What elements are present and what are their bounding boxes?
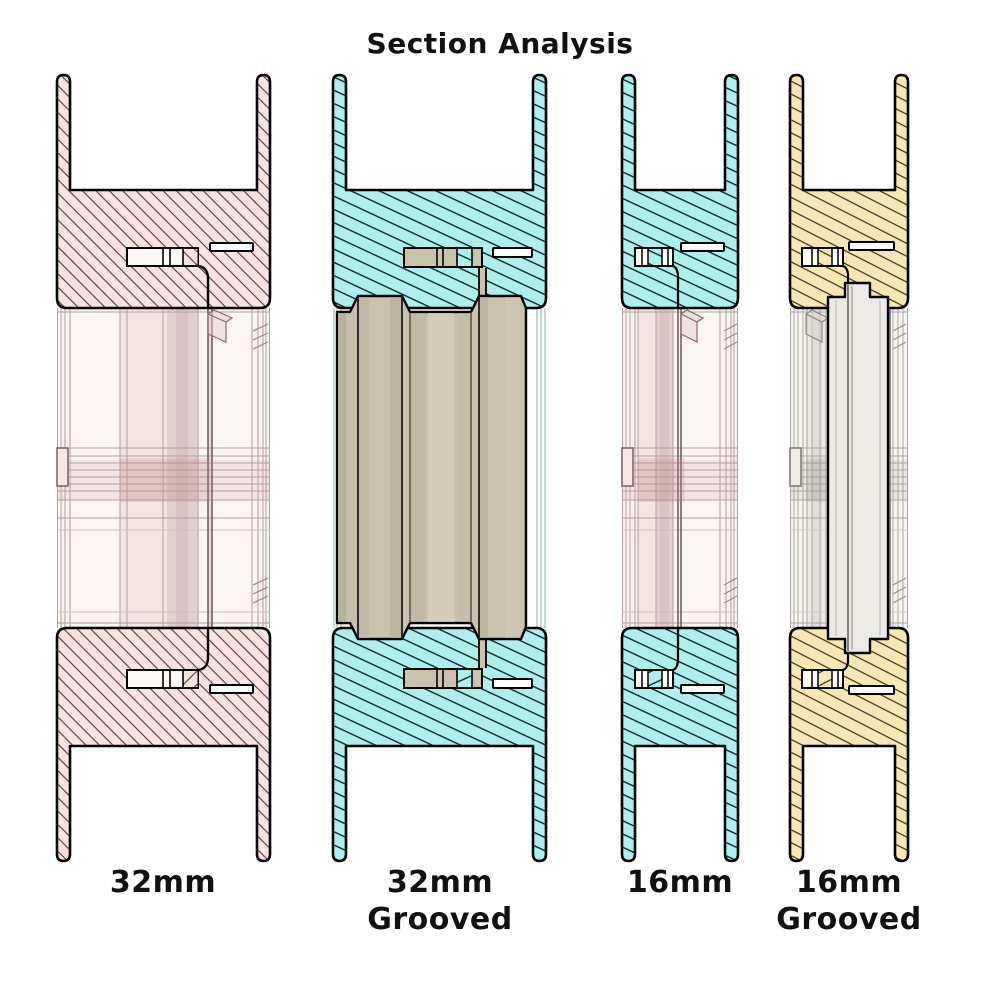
- top-flange-32mm: [55, 73, 272, 310]
- label-16mm-grooved: 16mm Grooved: [776, 864, 922, 938]
- rim-ghost-hatch: [892, 323, 907, 604]
- rim-ghost-hatch: [252, 323, 269, 604]
- label-32mm-grooved: 32mm Grooved: [367, 864, 513, 938]
- hook-ghost-box: [805, 309, 830, 343]
- label-line1: 32mm: [386, 865, 494, 900]
- label-line2: Grooved: [367, 902, 513, 937]
- snap-hook-line: [842, 264, 850, 297]
- snap-hook-line: [672, 264, 680, 308]
- section-32mm-grooved: [331, 73, 548, 863]
- label-16mm: 16mm: [627, 864, 733, 901]
- snap-hook-line: [197, 264, 210, 307]
- relief-notch: [492, 247, 533, 258]
- figure-title: Section Analysis: [366, 27, 634, 60]
- axle-tab-ghost: [789, 447, 802, 487]
- flange-details-32mm-grooved: [403, 247, 533, 268]
- label-line2: Grooved: [776, 902, 922, 937]
- label-line1: 16mm: [626, 865, 734, 900]
- top-flange-32mm-grooved: [331, 73, 548, 310]
- label-32mm: 32mm: [110, 864, 216, 901]
- label-line1: 32mm: [109, 865, 217, 900]
- relief-notch: [848, 241, 895, 251]
- section-16mm-grooved: [788, 73, 910, 863]
- label-line1: 16mm: [795, 865, 903, 900]
- drum-stems: [478, 268, 487, 668]
- flange-details-32mm: [126, 242, 254, 307]
- relief-notch: [680, 242, 725, 252]
- ghost-core-32mm: [56, 308, 270, 628]
- ghost-core-16mm: [621, 308, 738, 628]
- axle-tab-ghost: [621, 447, 634, 487]
- rim-ghost-hatch: [723, 323, 738, 604]
- grooved-drum: [335, 294, 528, 641]
- flange-details-16mm-grooved: [801, 241, 895, 297]
- hook-ghost-box: [207, 309, 234, 343]
- flange-details-16mm: [634, 242, 725, 308]
- drum-insert: [826, 281, 890, 655]
- top-flange-16mm: [620, 73, 740, 310]
- top-flange-16mm-grooved: [788, 73, 910, 310]
- relief-notch: [209, 242, 254, 252]
- hook-ghost-box: [680, 309, 705, 343]
- axle-tab-ghost: [56, 447, 69, 487]
